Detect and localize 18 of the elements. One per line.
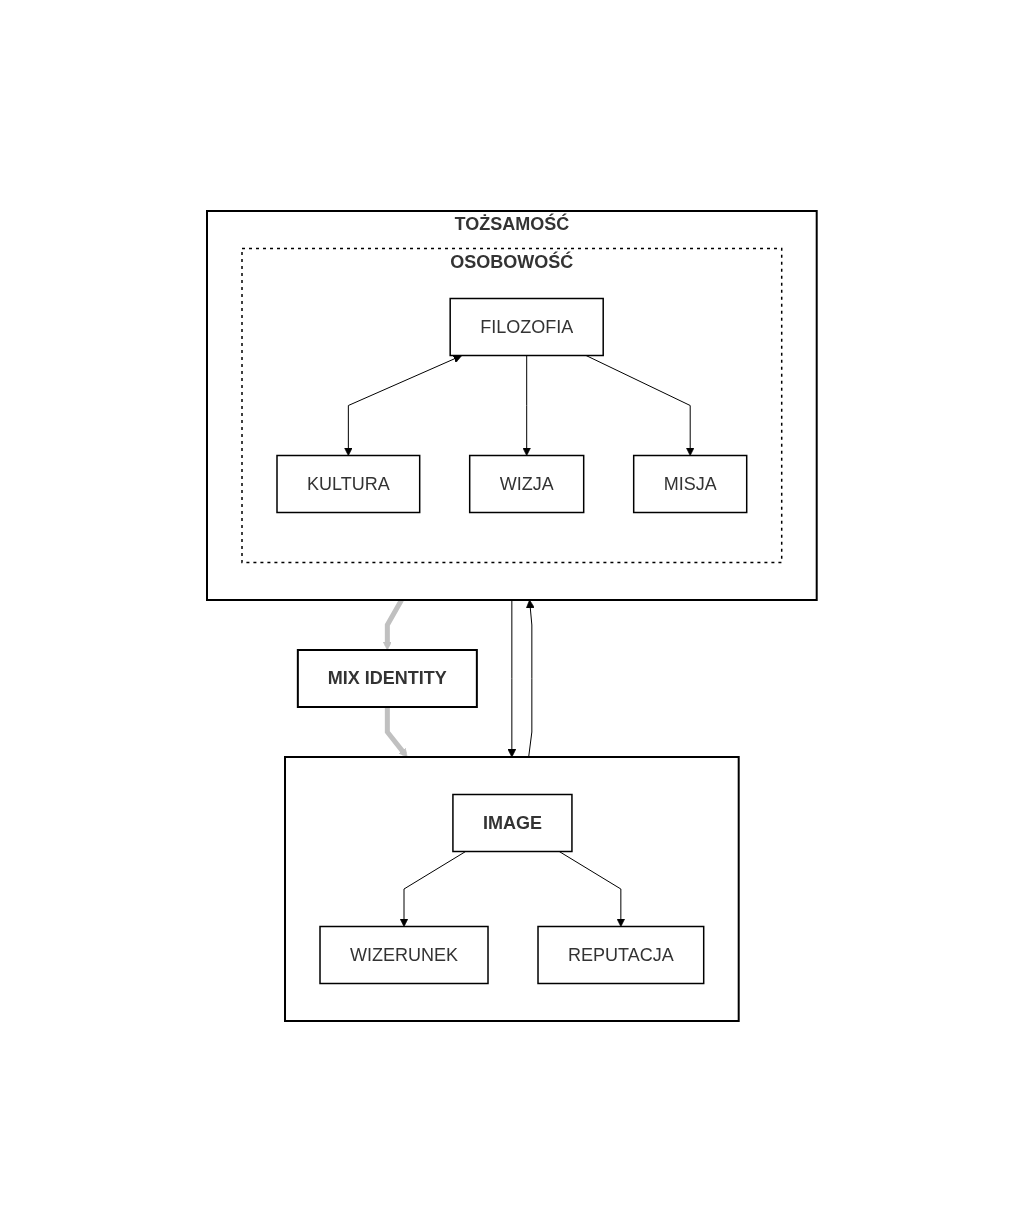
- arrow: [585, 354, 695, 456]
- node-box: WIZJA: [468, 454, 585, 513]
- arrow: [507, 599, 516, 757]
- node-box: KULTURA: [275, 454, 421, 513]
- node-box: FILOZOFIA: [449, 297, 604, 356]
- node-box: REPUTACJA: [536, 925, 705, 984]
- arrow: [558, 850, 625, 927]
- node-box: IMAGE: [451, 793, 573, 852]
- node-box: WIZERUNEK: [318, 925, 489, 984]
- arrow: [399, 850, 466, 927]
- node-box: MIX IDENTITY: [296, 648, 478, 708]
- node-box: MISJA: [632, 454, 748, 513]
- arrow: [521, 354, 531, 456]
- arrow: [384, 706, 408, 757]
- cluster: [283, 755, 740, 1022]
- arrow: [343, 354, 462, 456]
- arrow: [382, 598, 404, 650]
- arrow: [525, 599, 535, 757]
